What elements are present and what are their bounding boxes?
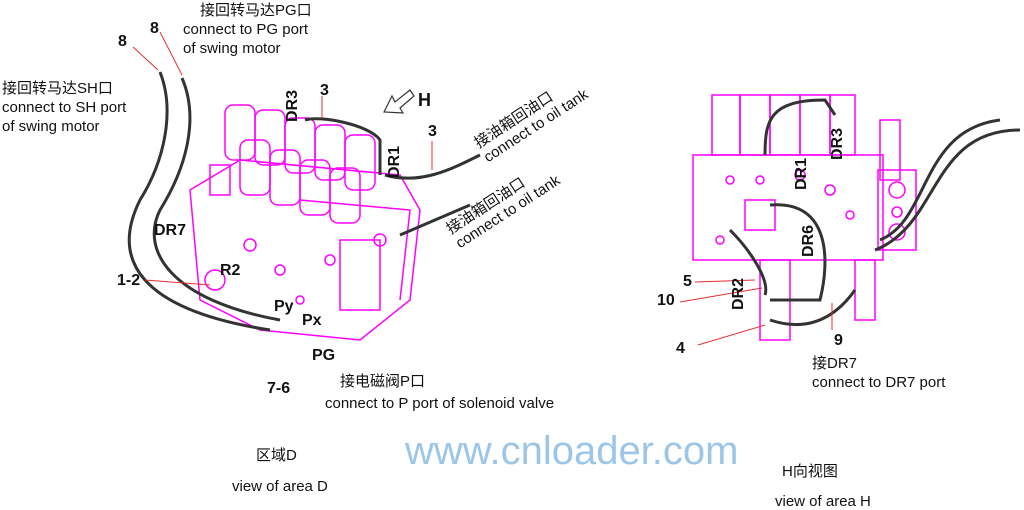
control-valve-d xyxy=(189,104,421,341)
callout-8a: 8 xyxy=(118,33,127,50)
watermark: www.cnloader.com xyxy=(405,429,739,473)
dr7-zh: 接DR7 xyxy=(812,355,858,372)
pg-port-en1: connect to PG port xyxy=(183,21,309,38)
solenoid-zh: 接电磁阀P口 xyxy=(340,373,426,390)
callout-4: 4 xyxy=(676,340,685,357)
view-h-marker: H xyxy=(418,90,431,110)
control-valve-h xyxy=(692,94,917,341)
callout-8b: 8 xyxy=(150,20,159,37)
hoses xyxy=(127,71,1021,332)
callout-1-2: 1-2 xyxy=(117,272,141,289)
sh-port-zh: 接回转马达SH口 xyxy=(2,80,113,97)
callout-5: 5 xyxy=(683,273,692,290)
leader-lines xyxy=(132,31,833,346)
callout-3a: 3 xyxy=(320,82,329,99)
callout-3b: 3 xyxy=(428,123,437,140)
caption-d-en: view of area D xyxy=(232,478,328,495)
callout-9: 9 xyxy=(834,332,843,349)
h-dr6-label: DR6 xyxy=(800,224,817,257)
caption-h-zh: H向视图 xyxy=(782,463,838,480)
py-label: Py xyxy=(274,298,294,315)
view-direction-arrow xyxy=(383,89,415,114)
caption-h-en: view of area H xyxy=(775,493,871,510)
callout-7-6: 7-6 xyxy=(267,380,291,397)
h-dr1-label: DR1 xyxy=(793,157,810,190)
h-dr2-label: DR2 xyxy=(730,277,747,310)
callout-10: 10 xyxy=(657,292,675,309)
h-dr3-label: DR3 xyxy=(829,127,846,160)
pg-port-zh: 接回转马达PG口 xyxy=(200,2,312,19)
sh-port-en1: connect to SH port xyxy=(2,99,127,116)
solenoid-en: connect to P port of solenoid valve xyxy=(325,395,555,412)
dr3-label: DR3 xyxy=(284,89,301,122)
caption-d-zh: 区域D xyxy=(256,447,297,464)
pg-label: PG xyxy=(312,347,336,364)
dr1-label: DR1 xyxy=(386,145,403,178)
r2-label: R2 xyxy=(220,262,241,279)
dr7-label: DR7 xyxy=(154,222,187,239)
dr7-en: connect to DR7 port xyxy=(812,374,946,391)
px-label: Px xyxy=(302,312,322,329)
sh-port-en2: of swing motor xyxy=(2,118,100,135)
pg-port-en2: of swing motor xyxy=(183,40,281,57)
